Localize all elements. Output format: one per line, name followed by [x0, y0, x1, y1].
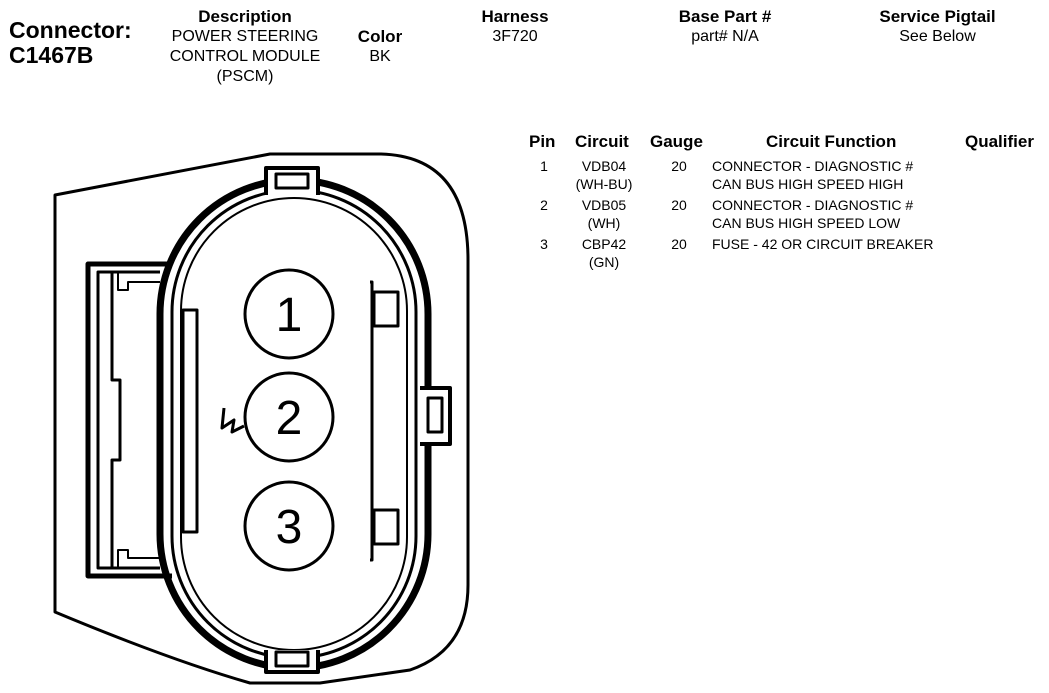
description-column: Description POWER STEERING CONTROL MODUL… [150, 7, 340, 87]
circuit-function-header: Circuit Function [766, 132, 897, 151]
gauge-cell: 20 [671, 236, 687, 252]
circuit-cell: VDB05 (WH) [568, 196, 640, 232]
circuit-code: VDB05 [581, 197, 627, 213]
function-line: CONNECTOR - DIAGNOSTIC # [712, 197, 914, 213]
right-key [370, 280, 374, 562]
service-pigtail-value: See Below [899, 28, 976, 45]
circuit-code: CBP42 [581, 236, 627, 252]
pin-2-circle [243, 371, 335, 463]
circuit-code: VDB04 [581, 158, 627, 174]
description-line: CONTROL MODULE [169, 48, 321, 65]
gauge-header: Gauge [650, 132, 703, 151]
gauge-cell: 20 [671, 197, 687, 213]
right-side-latch-window [426, 396, 444, 434]
right-key-tab-top [372, 290, 400, 328]
left-key [181, 308, 199, 534]
circuit-cell: VDB04 (WH-BU) [568, 157, 640, 193]
connector-label: Connector: C1467B [9, 18, 132, 68]
pin-cell: 2 [540, 197, 548, 213]
base-part-header: Base Part # [678, 7, 772, 26]
base-part-column: Base Part # part# N/A [650, 7, 800, 47]
pin-3-label: 3 [276, 501, 303, 554]
pin-2-label: 2 [276, 392, 303, 445]
description-line: (PSCM) [216, 68, 274, 85]
pin-cavities [243, 268, 335, 572]
function-cell: CONNECTOR - DIAGNOSTIC # CAN BUS HIGH SP… [712, 157, 913, 193]
circuit-color: (GN) [588, 254, 620, 270]
color-value: BK [369, 48, 391, 65]
pin-1-circle [243, 268, 335, 360]
qualifier-header: Qualifier [965, 132, 1034, 151]
right-side-latch [420, 386, 452, 446]
circuit-cell: CBP42 (GN) [568, 235, 640, 271]
circuit-color: (WH) [587, 215, 621, 231]
function-line: CAN BUS HIGH SPEED HIGH [712, 176, 904, 192]
pin-3-circle [243, 480, 335, 572]
function-line: CONNECTOR - DIAGNOSTIC # [712, 158, 914, 174]
base-part-value: part# N/A [691, 28, 759, 45]
right-key-tab-bottom [372, 508, 400, 546]
housing-outline [53, 152, 470, 685]
top-latch-window [274, 172, 310, 190]
bottom-latch-window [274, 650, 310, 668]
function-cell: FUSE - 42 OR CIRCUIT BREAKER [712, 235, 933, 253]
circuit-header: Circuit [575, 132, 629, 151]
service-pigtail-header: Service Pigtail [879, 7, 996, 26]
gauge-cell: 20 [671, 158, 687, 174]
left-lock-step-top [117, 272, 160, 291]
function-line: CAN BUS HIGH SPEED LOW [712, 215, 901, 231]
pin-cell: 3 [540, 236, 548, 252]
left-lock-step-bottom [117, 549, 160, 568]
function-line: FUSE - 42 OR CIRCUIT BREAKER [712, 236, 934, 252]
left-lock-rail [110, 272, 122, 568]
function-cell: CONNECTOR - DIAGNOSTIC # CAN BUS HIGH SP… [712, 196, 913, 232]
circuit-color: (WH-BU) [575, 176, 633, 192]
harness-column: Harness 3F720 [450, 7, 580, 47]
pin-2-marker [220, 407, 245, 434]
description-line: POWER STEERING [171, 28, 319, 45]
service-pigtail-column: Service Pigtail See Below [855, 7, 1020, 47]
pin-header: Pin [529, 132, 556, 151]
pin-1-label: 1 [276, 289, 303, 342]
left-lock-inner [96, 270, 160, 570]
connector-title: Connector: [9, 17, 132, 43]
color-column: Color BK [350, 27, 410, 67]
harness-value: 3F720 [492, 28, 538, 45]
pin-cell: 1 [540, 158, 548, 174]
left-lock-bracket [85, 261, 172, 579]
color-header: Color [357, 27, 403, 46]
description-header: Description [198, 7, 292, 26]
harness-header: Harness [481, 7, 549, 26]
top-latch [264, 166, 320, 195]
connector-id: C1467B [9, 42, 94, 68]
